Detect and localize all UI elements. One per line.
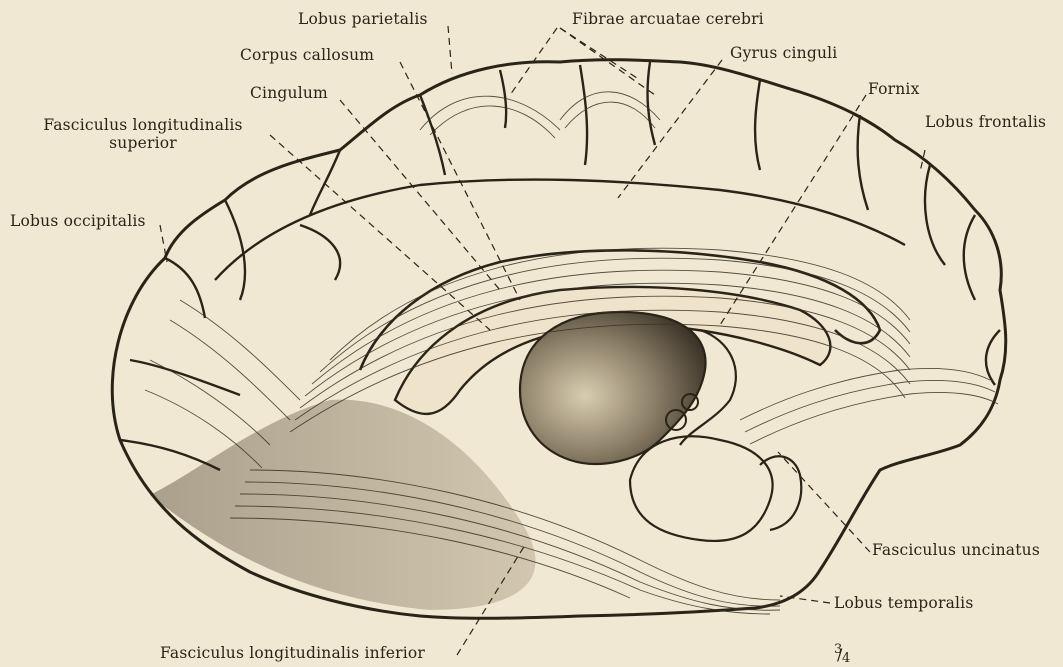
label-fasc-long-sup: Fasciculus longitudinalis superior [17,116,269,152]
scale-denominator: 4 [842,651,850,666]
uncus-hook [760,456,801,530]
label-gyrus-cinguli: Gyrus cinguli [730,44,837,62]
label-fasc-long-sup-line1: Fasciculus longitudinalis [17,116,269,134]
label-lobus-parietalis: Lobus parietalis [298,10,428,28]
label-fornix: Fornix [868,80,920,98]
occipitotemporal-shading [150,400,536,610]
leader-cingulum [340,100,500,290]
label-fasc-long-sup-line2: superior [17,134,269,152]
scale-fraction: 3 / 4 [834,642,856,666]
label-corpus-callosum: Corpus callosum [240,46,374,64]
label-fibrae-arcuatae: Fibrae arcuatae cerebri [572,10,764,28]
label-lobus-occipitalis: Lobus occipitalis [10,212,146,230]
leader-gyrus-cinguli [618,60,722,198]
label-lobus-temporalis: Lobus temporalis [834,594,973,612]
leader-fasc-long-sup [270,135,490,330]
label-fasc-long-inf: Fasciculus longitudinalis inferior [160,644,425,662]
thalamic-cavity [520,312,706,464]
label-lobus-frontalis: Lobus frontalis [925,113,1046,131]
temporal-inner [630,436,773,541]
leader-lobus-parietalis [448,26,452,74]
leader-fasc-uncinatus [778,452,870,552]
label-cingulum: Cingulum [250,84,328,102]
label-fasc-uncinatus: Fasciculus uncinatus [872,541,1040,559]
